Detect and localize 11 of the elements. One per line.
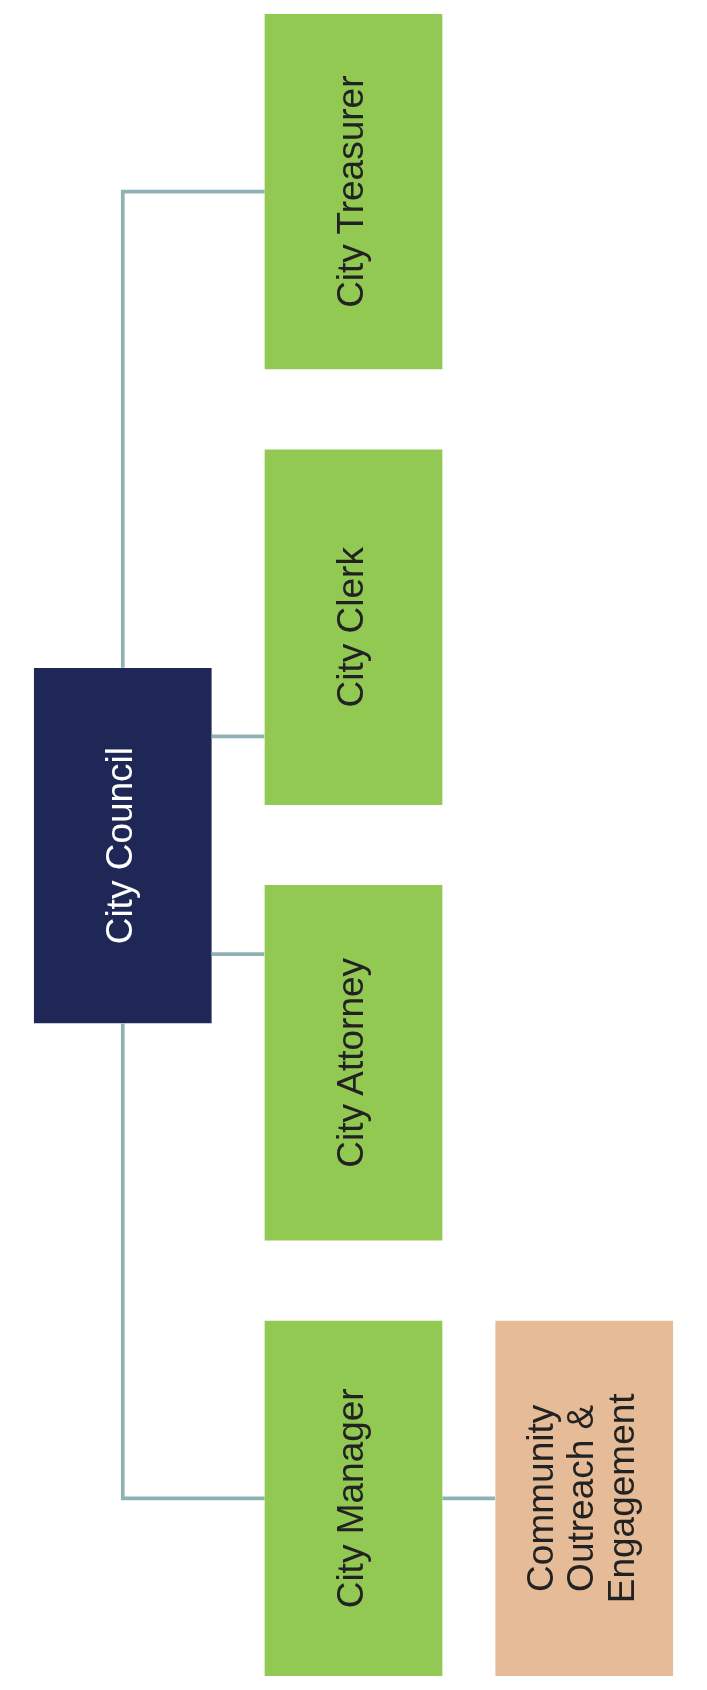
node-box: City Clerk	[264, 449, 443, 805]
connector	[120, 189, 265, 668]
connector	[211, 952, 265, 957]
node-box: City Council	[33, 667, 212, 1024]
node-box: City Treasurer	[264, 14, 443, 370]
connector	[120, 1023, 265, 1501]
connector	[442, 1496, 495, 1501]
node-box: City Attorney	[264, 885, 443, 1241]
node-box: City Manager	[264, 1320, 443, 1676]
node-box: Community Outreach & Engagement	[495, 1320, 674, 1676]
connector	[211, 734, 265, 739]
